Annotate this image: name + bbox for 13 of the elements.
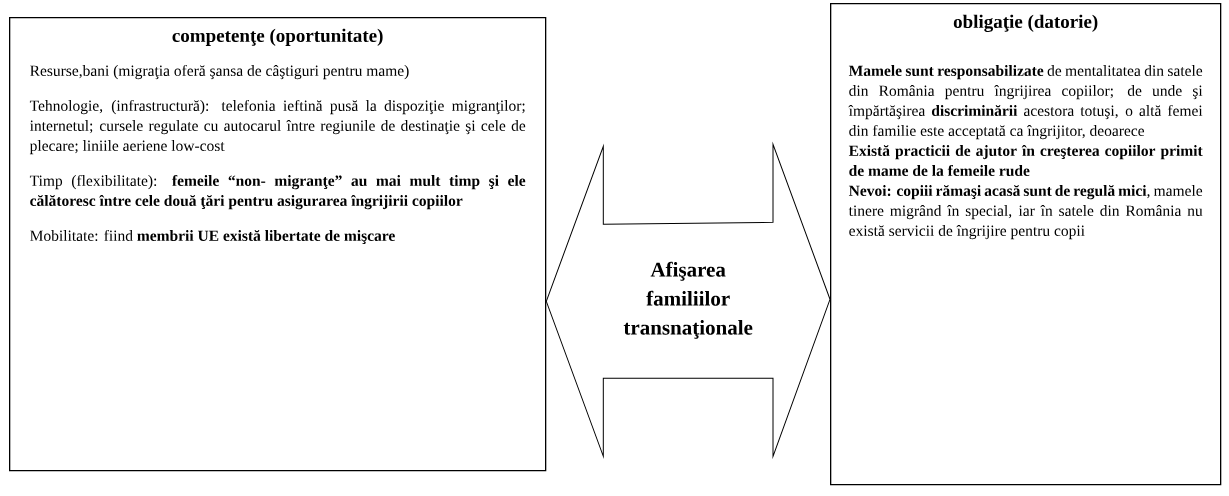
text-box <box>830 3 1222 486</box>
paragraph: Nevoi: copiii rămaşi acasă sunt de regulă mici, mamele tinere migrând în special, iar în satele din România nu există servicii de îngrijire pentru copii <box>848 184 1203 240</box>
heading: obligaţie (datorie) <box>953 14 1098 33</box>
heading: competenţe (oportunitate) <box>172 28 383 46</box>
paragraph: Mamele sunt responsabilizate de mentalitatea din satele din România pentru îngrijirea copiilor; de unde şi împărtăşirea discriminării acestora totuşi, o altă femei din familie este acceptată ca îngrijitor, deoarece <box>848 65 1203 140</box>
paragraph: Mobilitate: fiind membrii UE există libertate de mişcare <box>30 229 395 245</box>
text-box <box>9 17 547 472</box>
paragraph: Tehnologie, (infrastructură): telefonia ieftină pusă la dispoziţie migranţilor; internetul; cursele regulate cu autocarul între regiunile de destinaţie şi cele de plecare; liniile aeriene low-cost <box>29 99 526 155</box>
double-arrow <box>545 143 831 457</box>
paragraph: Resurse,bani (migraţia oferă şansa de câştiguri pentru mame) <box>30 64 409 80</box>
edge-label: Afişarea familiilor transnaţionale <box>623 261 753 339</box>
paragraph: Timp (flexibilitate): femeile “non- migranţe” au mai mult timp şi ele călătoresc între cele două ţări pentru asigurarea îngrijirii copiilor <box>29 174 526 210</box>
paragraph: Există practicii de ajutor în creşterea copiilor primit de mame de la femeile rude <box>848 144 1203 177</box>
